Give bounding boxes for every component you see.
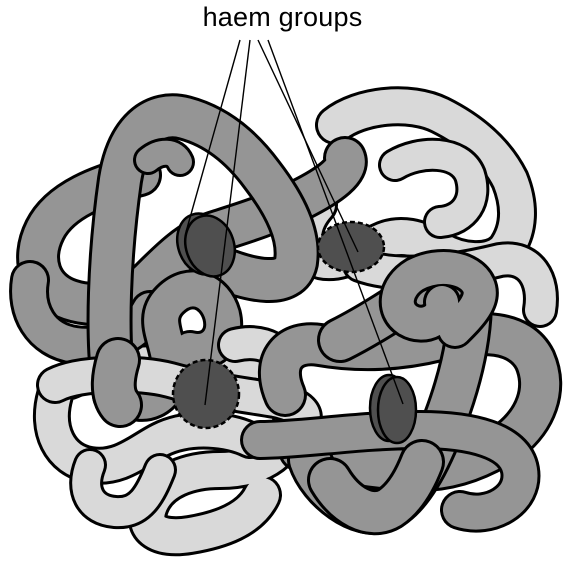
haem-group-2 xyxy=(316,220,386,274)
leader-line-2 xyxy=(204,39,251,406)
haem-group-4 xyxy=(368,373,418,445)
leader-line-1 xyxy=(185,39,241,233)
leader-lines xyxy=(185,39,404,406)
leader-line-4 xyxy=(267,39,404,405)
dark-subunit-left xyxy=(9,93,368,422)
dark-subunit-right xyxy=(240,249,563,536)
haem-groups-label: haem groups xyxy=(202,2,363,32)
